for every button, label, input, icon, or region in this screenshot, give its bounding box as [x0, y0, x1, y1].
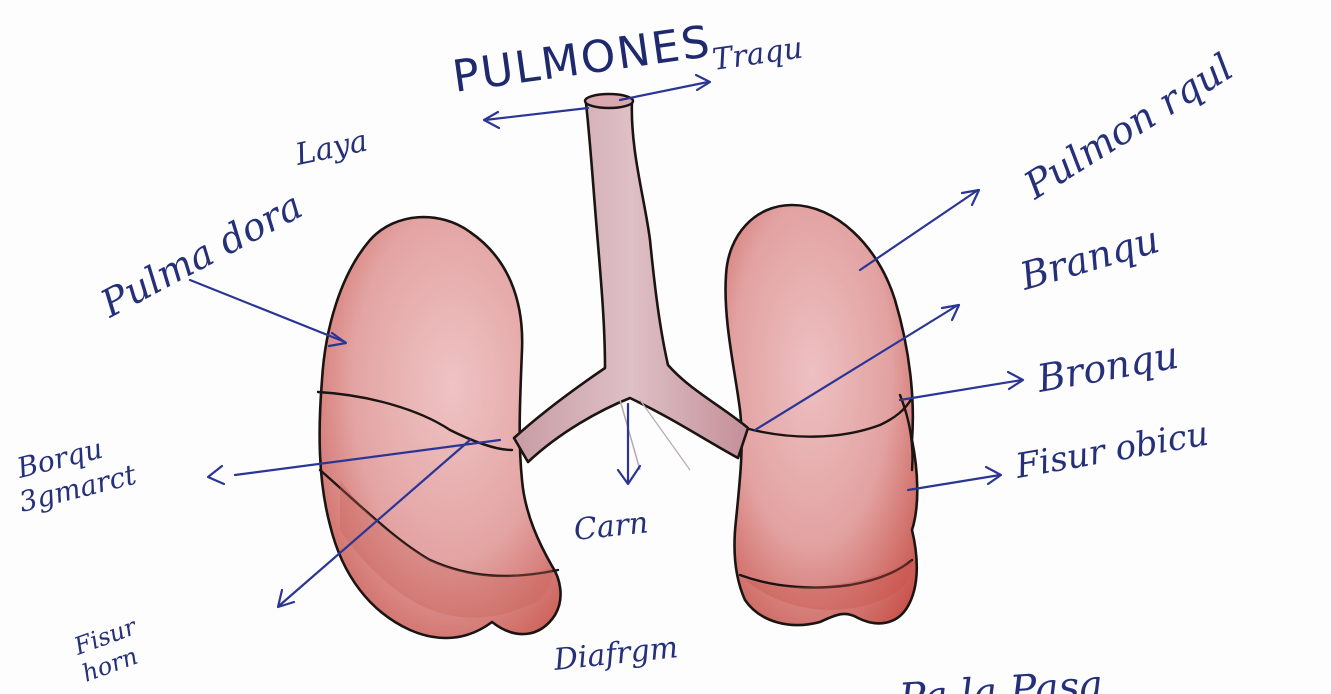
trachea: [514, 94, 748, 470]
label-bottom-partial: Pa la Pasa: [896, 662, 1104, 694]
label-trachea: Traqu: [710, 31, 805, 78]
label-right-lung: Pulma dora: [93, 183, 310, 326]
label-laringe: Laya: [291, 123, 370, 173]
trachea-top: [585, 94, 633, 108]
label-left-lung: Pulmon rqul: [1016, 45, 1241, 208]
label-diaphragm: Diafrgm: [551, 630, 680, 678]
label-bronchus: Bronqu: [1033, 333, 1182, 401]
label-carina: Carn: [572, 505, 650, 548]
label-bronchus-main: Branqu: [1014, 217, 1164, 299]
left-lung: [726, 205, 918, 625]
label-oblique-fissure: Fisur obicu: [1012, 414, 1212, 487]
